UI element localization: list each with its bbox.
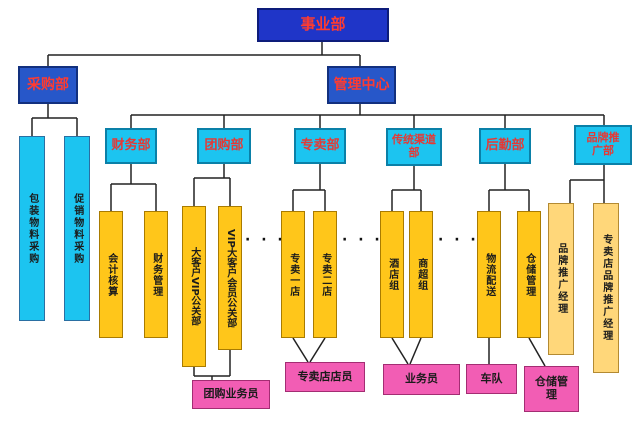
exclusive-store-1: 专卖一店 bbox=[281, 211, 305, 338]
logistics-delivery: 物流配送 bbox=[477, 211, 501, 338]
dept-logistics: 后勤部 bbox=[479, 128, 531, 164]
exclusive-store-2: 专卖二店 bbox=[313, 211, 337, 338]
store-brand-promotion-manager: 专卖店品牌推广经理 bbox=[593, 203, 619, 373]
group-buy-vip-pr: 大客户VIP公关部 bbox=[182, 206, 206, 367]
procurement-dept-node: 采购部 bbox=[18, 66, 78, 104]
group-buy-vip-member-pr: VIP大客户会员公关部 bbox=[218, 206, 242, 350]
dept-group-buy: 团购部 bbox=[197, 128, 251, 164]
traditional-hotel-group: 酒店组 bbox=[380, 211, 404, 338]
logistics-warehouse: 仓储管理 bbox=[517, 211, 541, 338]
ellipsis-2: · · · bbox=[342, 232, 383, 248]
finance-accounting: 会计核算 bbox=[99, 211, 123, 338]
dept-finance: 财务部 bbox=[105, 128, 157, 164]
dept-brand-promotion: 品牌推广部 bbox=[574, 125, 632, 165]
traditional-supermarket-group: 商超组 bbox=[409, 211, 433, 338]
finance-management: 财务管理 bbox=[144, 211, 168, 338]
org-root-node: 事业部 bbox=[257, 8, 389, 42]
staff-fleet: 车队 bbox=[466, 364, 517, 394]
procurement-item-packaging: 包装物料采购 bbox=[19, 136, 45, 321]
procurement-item-promotion: 促销物料采购 bbox=[64, 136, 90, 321]
dept-traditional-channel: 传统渠道部 bbox=[386, 128, 442, 166]
staff-salesperson: 业务员 bbox=[383, 364, 460, 395]
management-center-node: 管理中心 bbox=[327, 66, 396, 104]
staff-warehouse-management: 仓储管理 bbox=[524, 366, 579, 412]
brand-promotion-manager: 品牌推广经理 bbox=[548, 203, 574, 355]
dept-exclusive: 专卖部 bbox=[294, 128, 346, 164]
staff-exclusive-clerk: 专卖店店员 bbox=[285, 362, 365, 392]
ellipsis-3: · · · bbox=[438, 232, 479, 248]
ellipsis-1: · · · bbox=[245, 232, 286, 248]
staff-group-buy-sales: 团购业务员 bbox=[192, 380, 270, 409]
